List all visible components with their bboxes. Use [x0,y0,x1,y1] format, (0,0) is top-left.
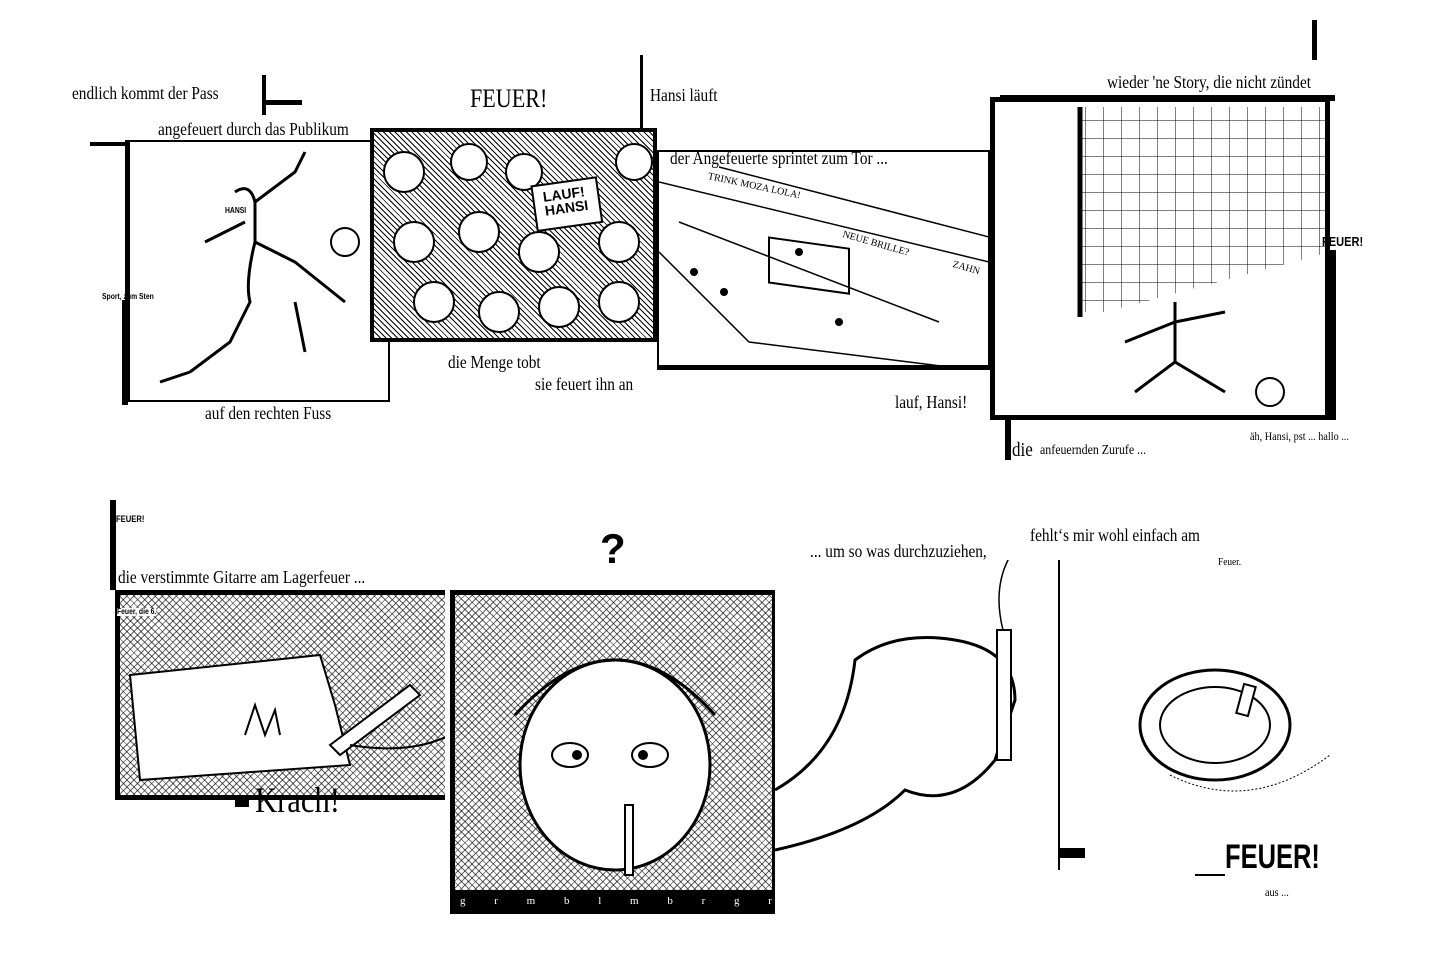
caption-sport: Sport, zum Sten [102,292,154,301]
caption-publikum: angefeuert durch das Publikum [158,119,349,139]
frame-bar [262,75,266,115]
hand-cigarette-drawing [775,560,1017,852]
caption-gitarre: die verstimmte Gitarre am Lagerfeuer ... [118,567,366,587]
crowd-drawing [383,143,653,333]
campfire-sketch-drawing [128,653,445,782]
caption-krach: Krach! [255,780,340,820]
frame-bar [1195,874,1225,876]
question-mark: ? [600,525,626,572]
frame-bar [640,55,643,145]
caption-hallo: äh, Hansi, pst ... hallo ... [1250,429,1349,443]
caption-feuer-right: FEUER! [1322,234,1364,249]
ashtray-drawing [1138,668,1330,792]
caption-feuer-dot: Feuer. [1218,556,1242,568]
frame-bar [1312,20,1317,60]
caption-sprintet: der Angefeuerte sprintet zum Tor ... [670,148,888,168]
caption-hansi-laeuft: Hansi läuft [650,85,718,105]
caption-zurufe-die: die [1012,439,1033,461]
caption-feuert: sie feuert ihn an [535,374,634,394]
frame-bar [1060,848,1085,858]
grumble-text: g r m b l m b r g r l m [460,895,852,907]
grumble-bar [450,890,775,914]
frame-bar [262,100,302,105]
caption-zurufe: anfeuernden Zurufe ... [1040,443,1147,458]
frame-bar [1005,420,1011,460]
caption-lauf: lauf, Hansi! [895,392,968,412]
caption-pass: endlich kommt der Pass [72,83,219,103]
panel-girl [450,590,775,890]
panel-goal [990,97,1330,420]
panel-crowd: LAUF! HANSI [370,128,657,342]
caption-aus: aus ... [1265,885,1289,899]
shirt-lettering: HANSI [225,206,247,215]
stadium-drawing [659,166,988,365]
panel-drawing-hand [115,590,445,800]
caption-menge: die Menge tobt [448,352,541,372]
goal-net-drawing [1077,107,1325,407]
frame-bar [110,500,116,590]
panel-cigarette-hand [775,560,1060,870]
caption-feuer-top: FEUER! [470,84,548,113]
caption-story: wieder 'ne Story, die nicht zündet [1107,72,1312,92]
caption-feuer-left: FEUER! [116,514,145,524]
caption-durchziehen: ... um so was durchzuziehen, [810,541,987,561]
girl-face-drawing [513,658,717,876]
frame-bar [1330,250,1336,420]
panel-stadium: TRINK MOZA LOLA! NEUE BRILLE? ZAHN [657,150,990,370]
caption-fehlts: fehlt‘s mir wohl einfach am [1030,525,1200,545]
caption-feuer-6: Feuer, die 6. [117,607,157,616]
caption-feuer-big: FEUER! [1225,838,1320,876]
player-kicking-drawing [159,151,360,384]
caption-fuss: auf den rechten Fuss [205,403,332,423]
panel-kick: HANSI [125,140,390,402]
